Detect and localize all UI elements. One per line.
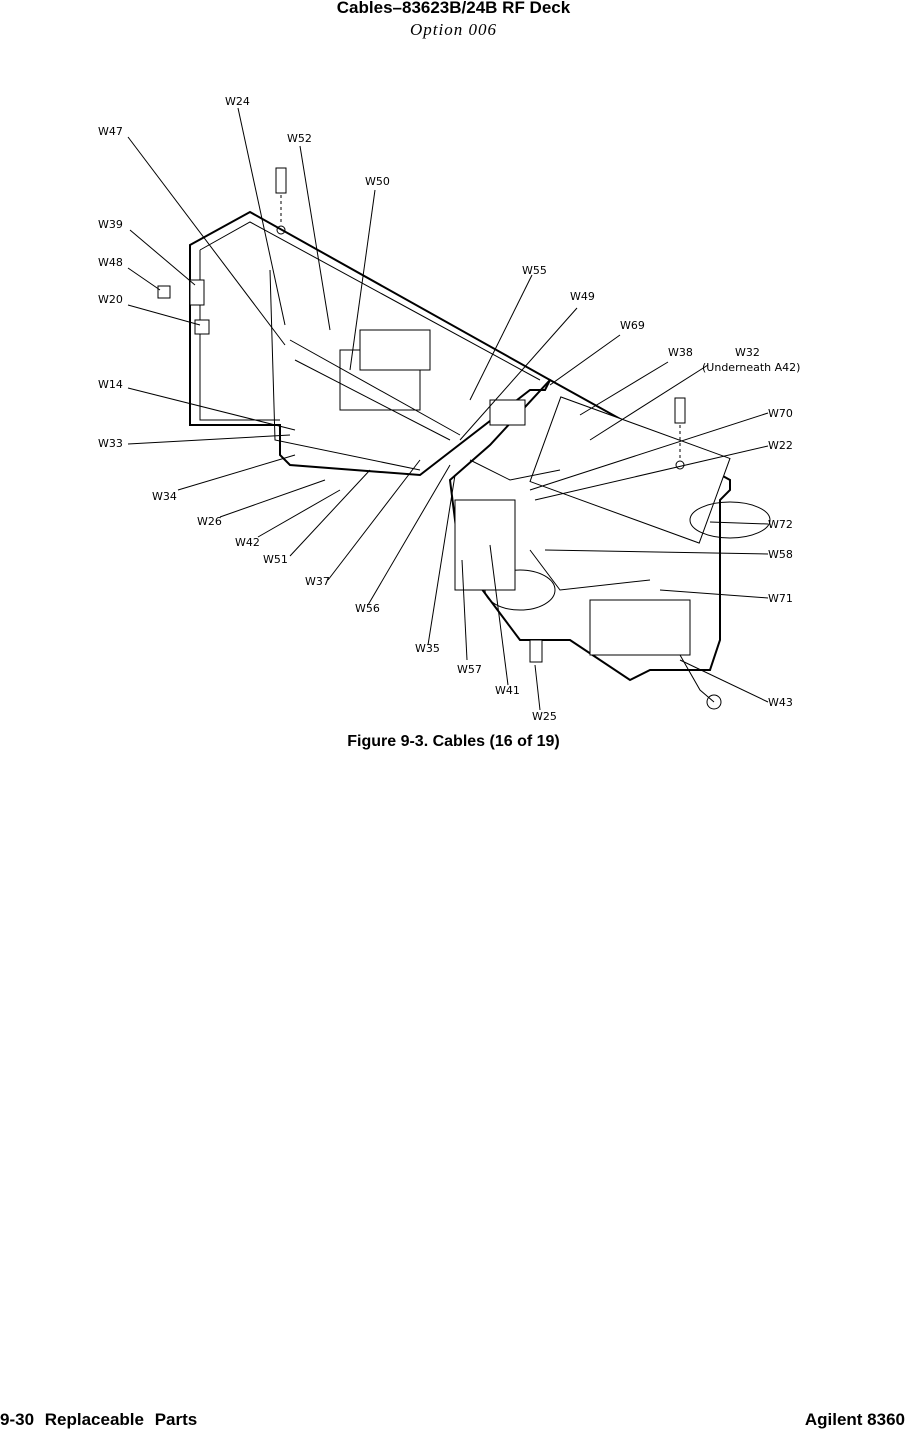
label-w51: W51	[263, 553, 288, 566]
label-w70: W70	[768, 407, 793, 420]
footer-product: Agilent 8360	[804, 1410, 905, 1429]
rf-deck-right	[448, 378, 771, 682]
label-w72: W72	[768, 518, 793, 531]
label-w20: W20	[98, 293, 123, 306]
label-w32: W32	[735, 346, 760, 359]
cable-w39-part	[189, 279, 205, 306]
label-w39: W39	[98, 218, 123, 231]
label-w22: W22	[768, 439, 793, 452]
cable-w25-part	[529, 639, 543, 663]
label-w52: W52	[287, 132, 312, 145]
label-w32-note: (Underneath A42)	[702, 361, 800, 374]
figure-caption: Figure 9-3. Cables (16 of 19)	[347, 733, 560, 750]
label-w57: W57	[457, 663, 482, 676]
cable-w20-part	[194, 319, 210, 335]
label-w33: W33	[98, 437, 123, 450]
label-w14: W14	[98, 378, 123, 391]
label-w69: W69	[620, 319, 645, 332]
leader-lines	[127, 107, 769, 711]
label-w35: W35	[415, 642, 440, 655]
label-w24: W24	[225, 95, 250, 108]
label-w38: W38	[668, 346, 693, 359]
cable-w48-part	[157, 285, 171, 299]
page-title: Cables–83623B/24B RF Deck	[336, 0, 571, 17]
screw-top	[275, 167, 287, 235]
label-w50: W50	[365, 175, 390, 188]
label-w49: W49	[570, 290, 595, 303]
label-w34: W34	[152, 490, 177, 503]
label-w47: W47	[98, 125, 123, 138]
label-w25: W25	[532, 710, 557, 723]
label-w56: W56	[355, 602, 380, 615]
label-w71: W71	[768, 592, 793, 605]
label-w55: W55	[522, 264, 547, 277]
cable-diagram: W24 W47 W52 W50 W39 W48 W20 W14 W33 W34 …	[90, 80, 830, 730]
label-w58: W58	[768, 548, 793, 561]
footer-section: 9-30 Replaceable Parts	[0, 1410, 198, 1429]
label-w48: W48	[98, 256, 123, 269]
rf-deck-chassis	[189, 210, 552, 477]
label-w42: W42	[235, 536, 260, 549]
label-w26: W26	[197, 515, 222, 528]
cable-diagram-drawing: W24 W47 W52 W50 W39 W48 W20 W14 W33 W34 …	[98, 95, 800, 723]
page-subtitle: Option 006	[410, 20, 497, 39]
label-w41: W41	[495, 684, 520, 697]
label-w37: W37	[305, 575, 330, 588]
label-w43: W43	[768, 696, 793, 709]
